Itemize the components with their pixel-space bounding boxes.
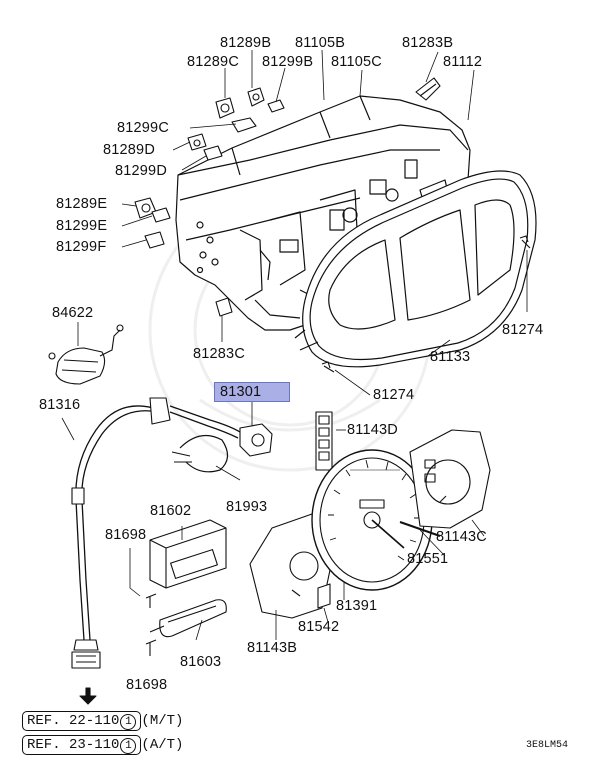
callout-81391[interactable]: 81391 xyxy=(336,598,378,614)
callout-81105c[interactable]: 81105C xyxy=(331,54,382,70)
callout-81133[interactable]: 81133 xyxy=(430,349,471,365)
callout-81143b[interactable]: 81143B xyxy=(247,640,298,656)
bulb-81299f xyxy=(144,231,165,249)
callout-81603[interactable]: 81603 xyxy=(180,654,222,670)
diagram-code: 3E8LM54 xyxy=(526,740,569,751)
reference-mt-number: 1 xyxy=(120,714,137,730)
reference-at-number: 1 xyxy=(120,738,137,754)
speedometer-81391 xyxy=(311,449,433,591)
callout-84622[interactable]: 84622 xyxy=(52,305,94,321)
bulb-81299c xyxy=(231,117,257,133)
screw-81698-b xyxy=(145,639,157,656)
reference-at-suffix: (A/T) xyxy=(141,737,184,753)
callout-81283b[interactable]: 81283B xyxy=(402,35,454,51)
socket-81289b xyxy=(247,87,265,107)
callout-81289b[interactable]: 81289B xyxy=(220,35,272,51)
callout-81698-lower[interactable]: 81698 xyxy=(126,677,168,693)
callout-81299b[interactable]: 81299B xyxy=(262,54,314,70)
callout-81289d[interactable]: 81289D xyxy=(103,142,155,158)
callout-81602[interactable]: 81602 xyxy=(150,503,192,519)
speedometer-cable-81316 xyxy=(61,397,241,669)
odometer-81602 xyxy=(149,519,227,589)
callout-81299c[interactable]: 81299C xyxy=(117,120,169,136)
callout-81274-lower[interactable]: 81274 xyxy=(373,387,415,403)
cluster-leaders xyxy=(275,519,485,640)
meter-glass xyxy=(294,170,537,368)
callout-81274-upper[interactable]: 81274 xyxy=(502,322,544,338)
socket-81289c xyxy=(215,97,235,119)
callout-81316[interactable]: 81316 xyxy=(39,397,81,413)
arrow-down-icon xyxy=(79,687,97,705)
dial-panel-81143c xyxy=(409,429,491,529)
panel-81143d xyxy=(315,411,346,471)
callout-81289e[interactable]: 81289E xyxy=(56,196,108,212)
reference-mt-label: REF. 22-110 xyxy=(27,713,120,729)
screw-81274-lower xyxy=(321,361,335,373)
callout-81993[interactable]: 81993 xyxy=(226,499,268,515)
callout-81698-upper[interactable]: 81698 xyxy=(105,527,147,543)
pointer-81551 xyxy=(399,521,441,537)
callout-81283c[interactable]: 81283C xyxy=(193,346,245,362)
callout-81299d[interactable]: 81299D xyxy=(115,163,167,179)
clamp-81993 xyxy=(171,434,241,481)
bulb-81299e xyxy=(151,207,171,223)
reference-mt-suffix: (M/T) xyxy=(141,713,184,729)
bulb-81299d xyxy=(203,145,223,161)
sensor-81301 xyxy=(239,400,273,457)
callout-81143c[interactable]: 81143C xyxy=(436,529,487,545)
callout-81299f[interactable]: 81299F xyxy=(56,239,107,255)
callout-81289c[interactable]: 81289C xyxy=(187,54,239,70)
screw-81698-a xyxy=(129,548,157,608)
callout-81299e[interactable]: 81299E xyxy=(56,218,108,234)
trip-knob-81603 xyxy=(149,599,227,641)
callout-81542[interactable]: 81542 xyxy=(298,619,340,635)
clip-81283b xyxy=(415,77,441,101)
callout-81105b[interactable]: 81105B xyxy=(295,35,346,51)
socket-81289d xyxy=(187,133,207,151)
reference-at-label: REF. 23-110 xyxy=(27,737,120,753)
callout-81551[interactable]: 81551 xyxy=(407,551,449,567)
callout-81112[interactable]: 81112 xyxy=(443,54,483,70)
bracket-81542 xyxy=(317,583,331,609)
callout-81301-highlighted[interactable]: 81301 xyxy=(214,382,290,402)
callout-81143d[interactable]: 81143D xyxy=(347,422,398,438)
harness-84622 xyxy=(48,322,124,385)
clip-81283c xyxy=(215,297,233,317)
screw-81274-upper xyxy=(519,235,531,249)
leader-lines xyxy=(121,49,528,396)
